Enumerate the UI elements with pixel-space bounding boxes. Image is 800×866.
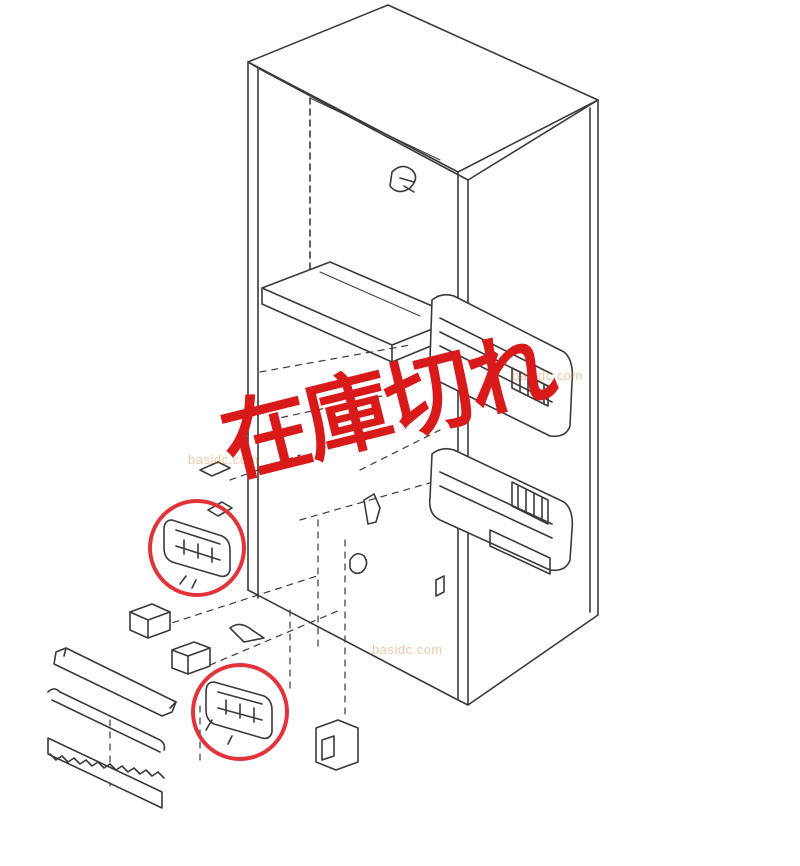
watermark: basidc.com xyxy=(188,452,259,467)
lamp-fitting xyxy=(389,165,417,193)
watermark: basidc.com xyxy=(512,368,583,383)
highlight-circle-upper xyxy=(148,499,246,597)
wire-rod xyxy=(47,688,166,753)
clip-parts xyxy=(199,461,445,643)
block-part-2 xyxy=(171,641,211,675)
block-part-1 xyxy=(129,603,171,639)
rail-bar xyxy=(53,647,177,717)
end-cap xyxy=(315,719,359,771)
watermark: basidc.com xyxy=(372,642,443,657)
assembly-lines xyxy=(109,344,441,791)
door-rack-lower xyxy=(428,447,574,575)
hinge-bracket-upper xyxy=(163,519,231,589)
door-rack-upper xyxy=(428,293,574,438)
cabinet xyxy=(247,4,599,706)
highlight-circle-lower xyxy=(191,663,289,761)
hinge-bracket-lower xyxy=(205,681,273,745)
rack-base xyxy=(47,737,165,809)
